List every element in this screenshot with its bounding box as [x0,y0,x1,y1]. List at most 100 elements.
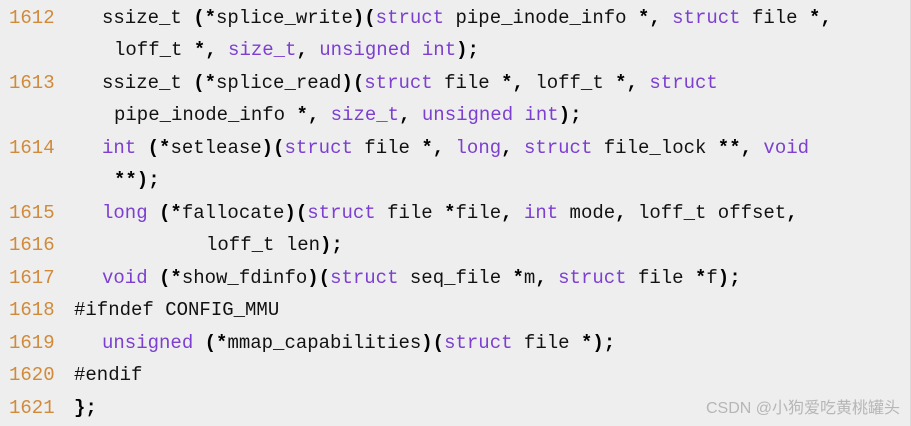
code-token: pipe_inode_info [114,104,297,126]
code-token: mmap_capabilities [227,332,422,354]
code-token [308,39,319,61]
code-text: **); [114,164,160,196]
line-number: 1615 [9,202,55,224]
code-token [752,137,763,159]
code-operator: , [615,202,627,224]
line-number: 1618 [9,299,55,321]
code-keyword: struct [307,202,376,224]
code-token [193,332,204,354]
code-keyword: unsigned [102,332,194,354]
code-keyword: unsigned int [421,104,559,126]
code-keyword: struct [523,137,593,159]
code-keyword: struct [284,137,353,159]
code-token [513,202,524,224]
code-operator: ); [558,104,582,126]
line-number: 1617 [9,267,55,289]
code-operator: *); [580,332,616,354]
code-operator: **, [717,137,753,159]
code-token: fallocate [181,202,285,224]
code-token [513,137,524,159]
code-keyword: struct [375,7,445,29]
code-token [661,7,672,29]
code-operator: *, [296,104,320,126]
code-token: file [740,7,809,29]
code-keyword: long [102,202,148,224]
code-operator: , [296,39,308,61]
code-operator: , [535,267,547,289]
code-operator: (* [159,267,182,289]
code-token: m [523,267,536,289]
code-token: seq_file [398,267,513,289]
code-operator: *, [637,7,661,29]
code-keyword: long [455,137,502,159]
line-number: 1621 [9,397,55,419]
code-operator: *, [809,7,832,29]
code-token: #endif [74,364,143,386]
line-number: 1612 [9,7,55,29]
code-token [148,202,159,224]
code-operator: , [399,104,411,126]
line-number: 1614 [9,137,55,159]
code-keyword: struct [672,7,741,29]
code-text: unsigned (*mmap_capabilities)(struct fil… [102,327,615,359]
code-token [547,267,558,289]
code-token [136,137,147,159]
code-operator: *, [421,137,445,159]
code-operator: (* [159,202,182,224]
code-text: ssize_t (*splice_write)(struct pipe_inod… [102,2,832,34]
code-token [319,104,330,126]
code-keyword: struct [444,332,513,354]
code-token [444,137,455,159]
code-operator: (* [204,332,228,354]
code-operator: )( [341,72,365,94]
code-text: pipe_inode_info *, size_t, unsigned int)… [114,99,582,131]
code-token: ssize_t [102,72,194,94]
watermark: CSDN @小狗爱吃黄桃罐头 [705,400,900,417]
code-operator: * [694,267,707,289]
code-token: loff_t len [206,234,321,256]
code-operator: (* [193,72,217,94]
code-keyword: unsigned int [319,39,457,61]
code-token: mode [558,202,616,224]
code-text: void (*show_fdinfo)(struct seq_file *m, … [102,262,741,294]
line-number: 1616 [9,234,55,256]
code-token: ssize_t [102,7,194,29]
code-operator: **); [114,169,160,191]
code-token: f [706,267,718,289]
code-keyword: size_t [330,104,400,126]
code-text: #endif [74,359,142,391]
code-text: }; [74,392,97,424]
code-operator: * [512,267,524,289]
code-token: file [375,202,445,224]
code-operator: (* [147,137,171,159]
code-operator: *, [501,72,524,94]
code-keyword: int [523,202,559,224]
code-keyword: struct [330,267,399,289]
code-operator: , [786,202,798,224]
code-operator: *, [193,39,217,61]
line-number: 1619 [9,332,55,354]
code-keyword: void [102,267,148,289]
code-token: pipe_inode_info [444,7,638,29]
code-token [638,72,649,94]
code-token: setlease [170,137,262,159]
code-operator: * [444,202,456,224]
code-token: show_fdinfo [181,267,308,289]
code-token: #ifndef CONFIG_MMU [74,299,280,321]
code-text: loff_t *, size_t, unsigned int); [114,34,479,66]
code-text: #ifndef CONFIG_MMU [74,294,279,326]
code-token: file [626,267,695,289]
code-token: loff_t [114,39,194,61]
code-token [410,104,421,126]
code-keyword: struct [558,267,627,289]
line-number: 1613 [9,72,55,94]
code-token: file [432,72,502,94]
code-operator: )( [307,267,331,289]
code-text: long (*fallocate)(struct file *file, int… [102,197,798,229]
code-text: ssize_t (*splice_read)(struct file *, lo… [102,67,718,99]
code-token [148,267,159,289]
code-operator: ); [717,267,741,289]
code-keyword: struct [364,72,433,94]
code-token: loff_t [523,72,616,94]
line-number: 1620 [9,364,55,386]
